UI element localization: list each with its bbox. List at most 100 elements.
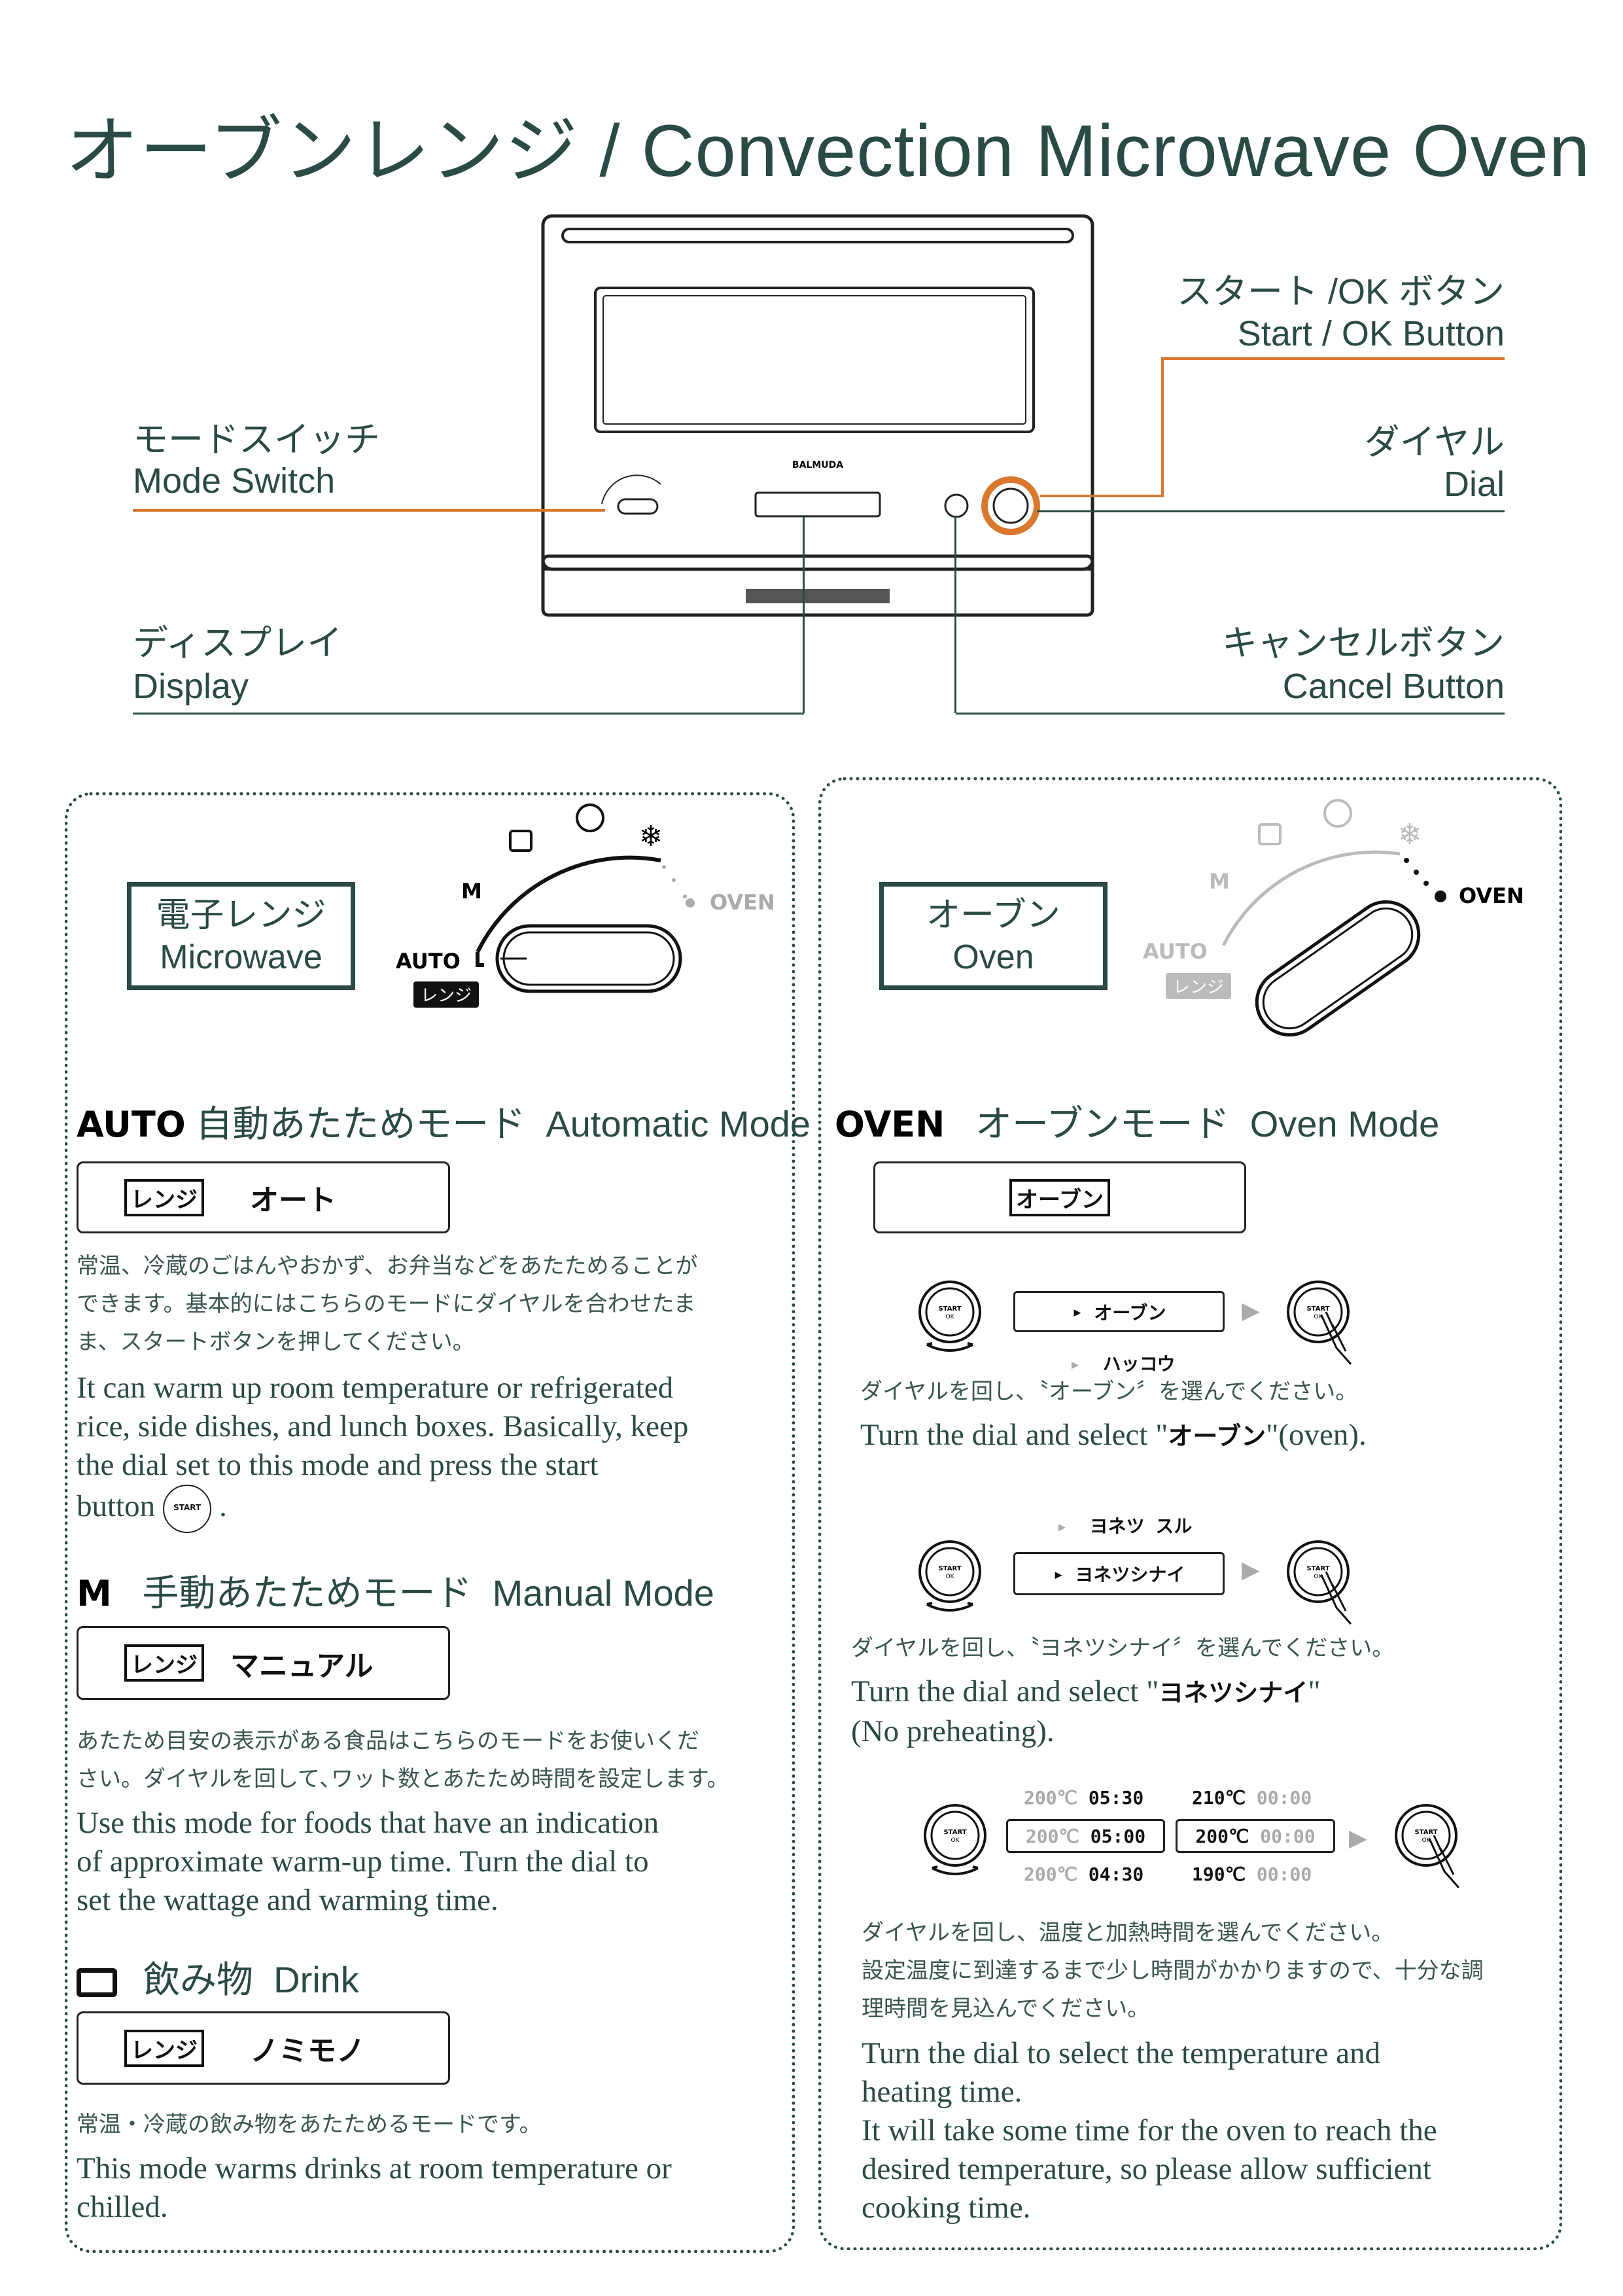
dial-oven-label: OVEN xyxy=(1459,883,1524,908)
arrow-right-icon: ▶ xyxy=(1242,1556,1260,1583)
svg-text:START: START xyxy=(1306,1305,1329,1313)
oven-mode-box: オーブン Oven xyxy=(879,882,1108,990)
plate-icon xyxy=(1323,799,1352,828)
svg-text:START: START xyxy=(938,1565,961,1572)
arrow-right-icon: ▶ xyxy=(1242,1297,1260,1324)
dial-m-label: M xyxy=(461,879,482,904)
text-line: It can warm up room temperature or refri… xyxy=(77,1371,674,1405)
svg-text:START: START xyxy=(938,1305,961,1313)
temp-display: 200℃ 00:00 xyxy=(1176,1819,1335,1853)
text-line: さい。ダイヤルを回して､ワット数とあたため時間を設定します。 xyxy=(77,1766,729,1792)
manual-display: レンジマニュアル xyxy=(77,1626,450,1700)
step2-display: ▸ ヨネツシナイ xyxy=(1013,1552,1225,1595)
temp: 200℃ xyxy=(1195,1825,1249,1847)
text-line: 常温、冷蔵のごはんやおかず、お弁当などをあたためることが xyxy=(77,1253,698,1279)
oven-jp: オーブンモード xyxy=(975,1103,1230,1144)
text-line: It will take some time for the oven to r… xyxy=(862,2113,1437,2147)
svg-text:START: START xyxy=(1306,1565,1329,1572)
manual-mode-heading: M 手動あたためモード Manual Mode xyxy=(77,1572,714,1616)
auto-en: Automatic Mode xyxy=(546,1103,811,1144)
oven-display: オーブン xyxy=(873,1161,1246,1233)
text-line: cooking time. xyxy=(862,2191,1031,2225)
svg-text:OK: OK xyxy=(1314,1574,1323,1580)
manual-desc-jp: あたため目安の表示がある食品はこちらのモードをお使いくだ さい。ダイヤルを回して… xyxy=(77,1722,729,1798)
mode-callout-line xyxy=(133,509,605,512)
drink-desc-jp: 常温・冷蔵の飲み物をあたためるモードです。 xyxy=(77,2111,542,2138)
start-callout-line-h xyxy=(1040,495,1164,497)
text-line: heating time. xyxy=(862,2075,1022,2109)
text: Turn the dial and select " xyxy=(860,1418,1168,1452)
temp: 200℃ xyxy=(1025,1825,1079,1847)
page-title: オーブンレンジ / Convection Microwave Oven xyxy=(65,110,1591,192)
step2-jp: ダイヤルを回し、〝ヨネツシナイ〞を選んでください。 xyxy=(851,1635,1395,1661)
mode-switch-label-en: Mode Switch xyxy=(133,461,336,501)
microwave-dial-diagram: AUTO レンジ M OVEN ❄ xyxy=(396,804,775,1008)
display-text: マニュアル xyxy=(230,1649,374,1683)
svg-text:OK: OK xyxy=(1422,1837,1431,1844)
time: 04:30 xyxy=(1088,1863,1144,1885)
text-line: of approximate warm-up time. Turn the di… xyxy=(77,1845,649,1879)
time: 05:00 xyxy=(1090,1825,1146,1847)
temp: 210℃ xyxy=(1192,1787,1246,1809)
arrow-right-icon: ▶ xyxy=(1349,1824,1367,1851)
manual-desc-en: Use this mode for foods that have an ind… xyxy=(77,1804,659,1920)
start-callout-line xyxy=(1161,357,1505,360)
drink-jp: 飲み物 xyxy=(143,1959,253,2000)
dial-range-tag: レンジ xyxy=(1173,978,1224,997)
text: Turn the dial and select " xyxy=(851,1674,1159,1708)
text: " xyxy=(1308,1674,1321,1708)
cup-icon xyxy=(1258,823,1282,845)
brand-logo: BALMUDA xyxy=(792,460,843,470)
microwave-box-jp: 電子レンジ xyxy=(156,896,326,934)
step3-jp: ダイヤルを回し、温度と加熱時間を選んでください。 設定温度に到達するまで少し時間… xyxy=(862,1914,1484,2028)
step2-en: Turn the dial and select "ヨネツシナイ" (No pr… xyxy=(851,1672,1321,1751)
svg-text:OK: OK xyxy=(951,1837,960,1844)
oven-key: OVEN xyxy=(835,1104,945,1145)
text-line: rice, side dishes, and lunch boxes. Basi… xyxy=(77,1409,689,1443)
svg-text:OK: OK xyxy=(946,1314,955,1320)
dial-callout-line xyxy=(1037,510,1505,512)
start-button-inline-icon: START xyxy=(163,1485,212,1533)
drink-display: レンジノミモノ xyxy=(77,2011,450,2085)
text-line: button xyxy=(77,1489,156,1523)
display-tag: レンジ xyxy=(124,2029,204,2067)
display-text: ヨネツシナイ xyxy=(1075,1564,1185,1585)
text-line: chilled. xyxy=(77,2190,168,2224)
dial-range-tag: レンジ xyxy=(421,986,472,1006)
temp: 200℃ xyxy=(1024,1787,1078,1809)
period: . xyxy=(219,1489,227,1523)
step1-jp: ダイヤルを回し、〝オーブン〞を選んでください。 xyxy=(860,1379,1358,1405)
text-line: the dial set to this mode and press the … xyxy=(77,1448,599,1482)
step1-display: ▸ オーブン xyxy=(1013,1291,1225,1332)
auto-mode-heading: AUTO 自動あたためモード Automatic Mode xyxy=(77,1103,811,1146)
manual-en: Manual Mode xyxy=(492,1572,714,1614)
time: 05:30 xyxy=(1088,1787,1144,1809)
auto-jp: 自動あたためモード xyxy=(196,1103,526,1144)
mode-switch-label-jp: モードスイッチ xyxy=(133,420,380,459)
text-line: ま、スタートボタンを押してください。 xyxy=(77,1329,475,1355)
time-below: 200℃ 04:30 xyxy=(1024,1863,1143,1885)
display-label-jp: ディスプレイ xyxy=(133,624,343,663)
temp-below: 190℃ 00:00 xyxy=(1192,1863,1312,1885)
text-line: Turn the dial to select the temperature … xyxy=(862,2036,1381,2070)
text-em: オーブン xyxy=(1168,1422,1266,1451)
auto-desc-en: It can warm up room temperature or refri… xyxy=(77,1369,688,1533)
start-button-label-en: Start / OK Button xyxy=(1237,314,1505,353)
time: 00:00 xyxy=(1256,1787,1312,1809)
display-label-en: Display xyxy=(133,667,249,706)
auto-display: レンジオート xyxy=(77,1161,450,1233)
svg-text:OK: OK xyxy=(1314,1314,1323,1320)
text-line: ダイヤルを回し、温度と加熱時間を選んでください。 xyxy=(862,1920,1394,1946)
oven-illustration: BALMUDA xyxy=(541,214,1094,617)
oven-dial-diagram: AUTO レンジ M OVEN ❄ xyxy=(1143,799,1524,1037)
text-line: Use this mode for foods that have an ind… xyxy=(77,1806,659,1840)
display-callout-line-v xyxy=(803,517,805,713)
auto-desc-jp: 常温、冷蔵のごはんやおかず、お弁当などをあたためることが できます。基本的にはこ… xyxy=(77,1247,698,1361)
step2-above: ▸ ヨネツ スル xyxy=(1056,1515,1193,1537)
text-line: あたため目安の表示がある食品はこちらのモードをお使いくだ xyxy=(77,1728,699,1754)
dial-label-jp: ダイヤル xyxy=(1364,423,1505,462)
